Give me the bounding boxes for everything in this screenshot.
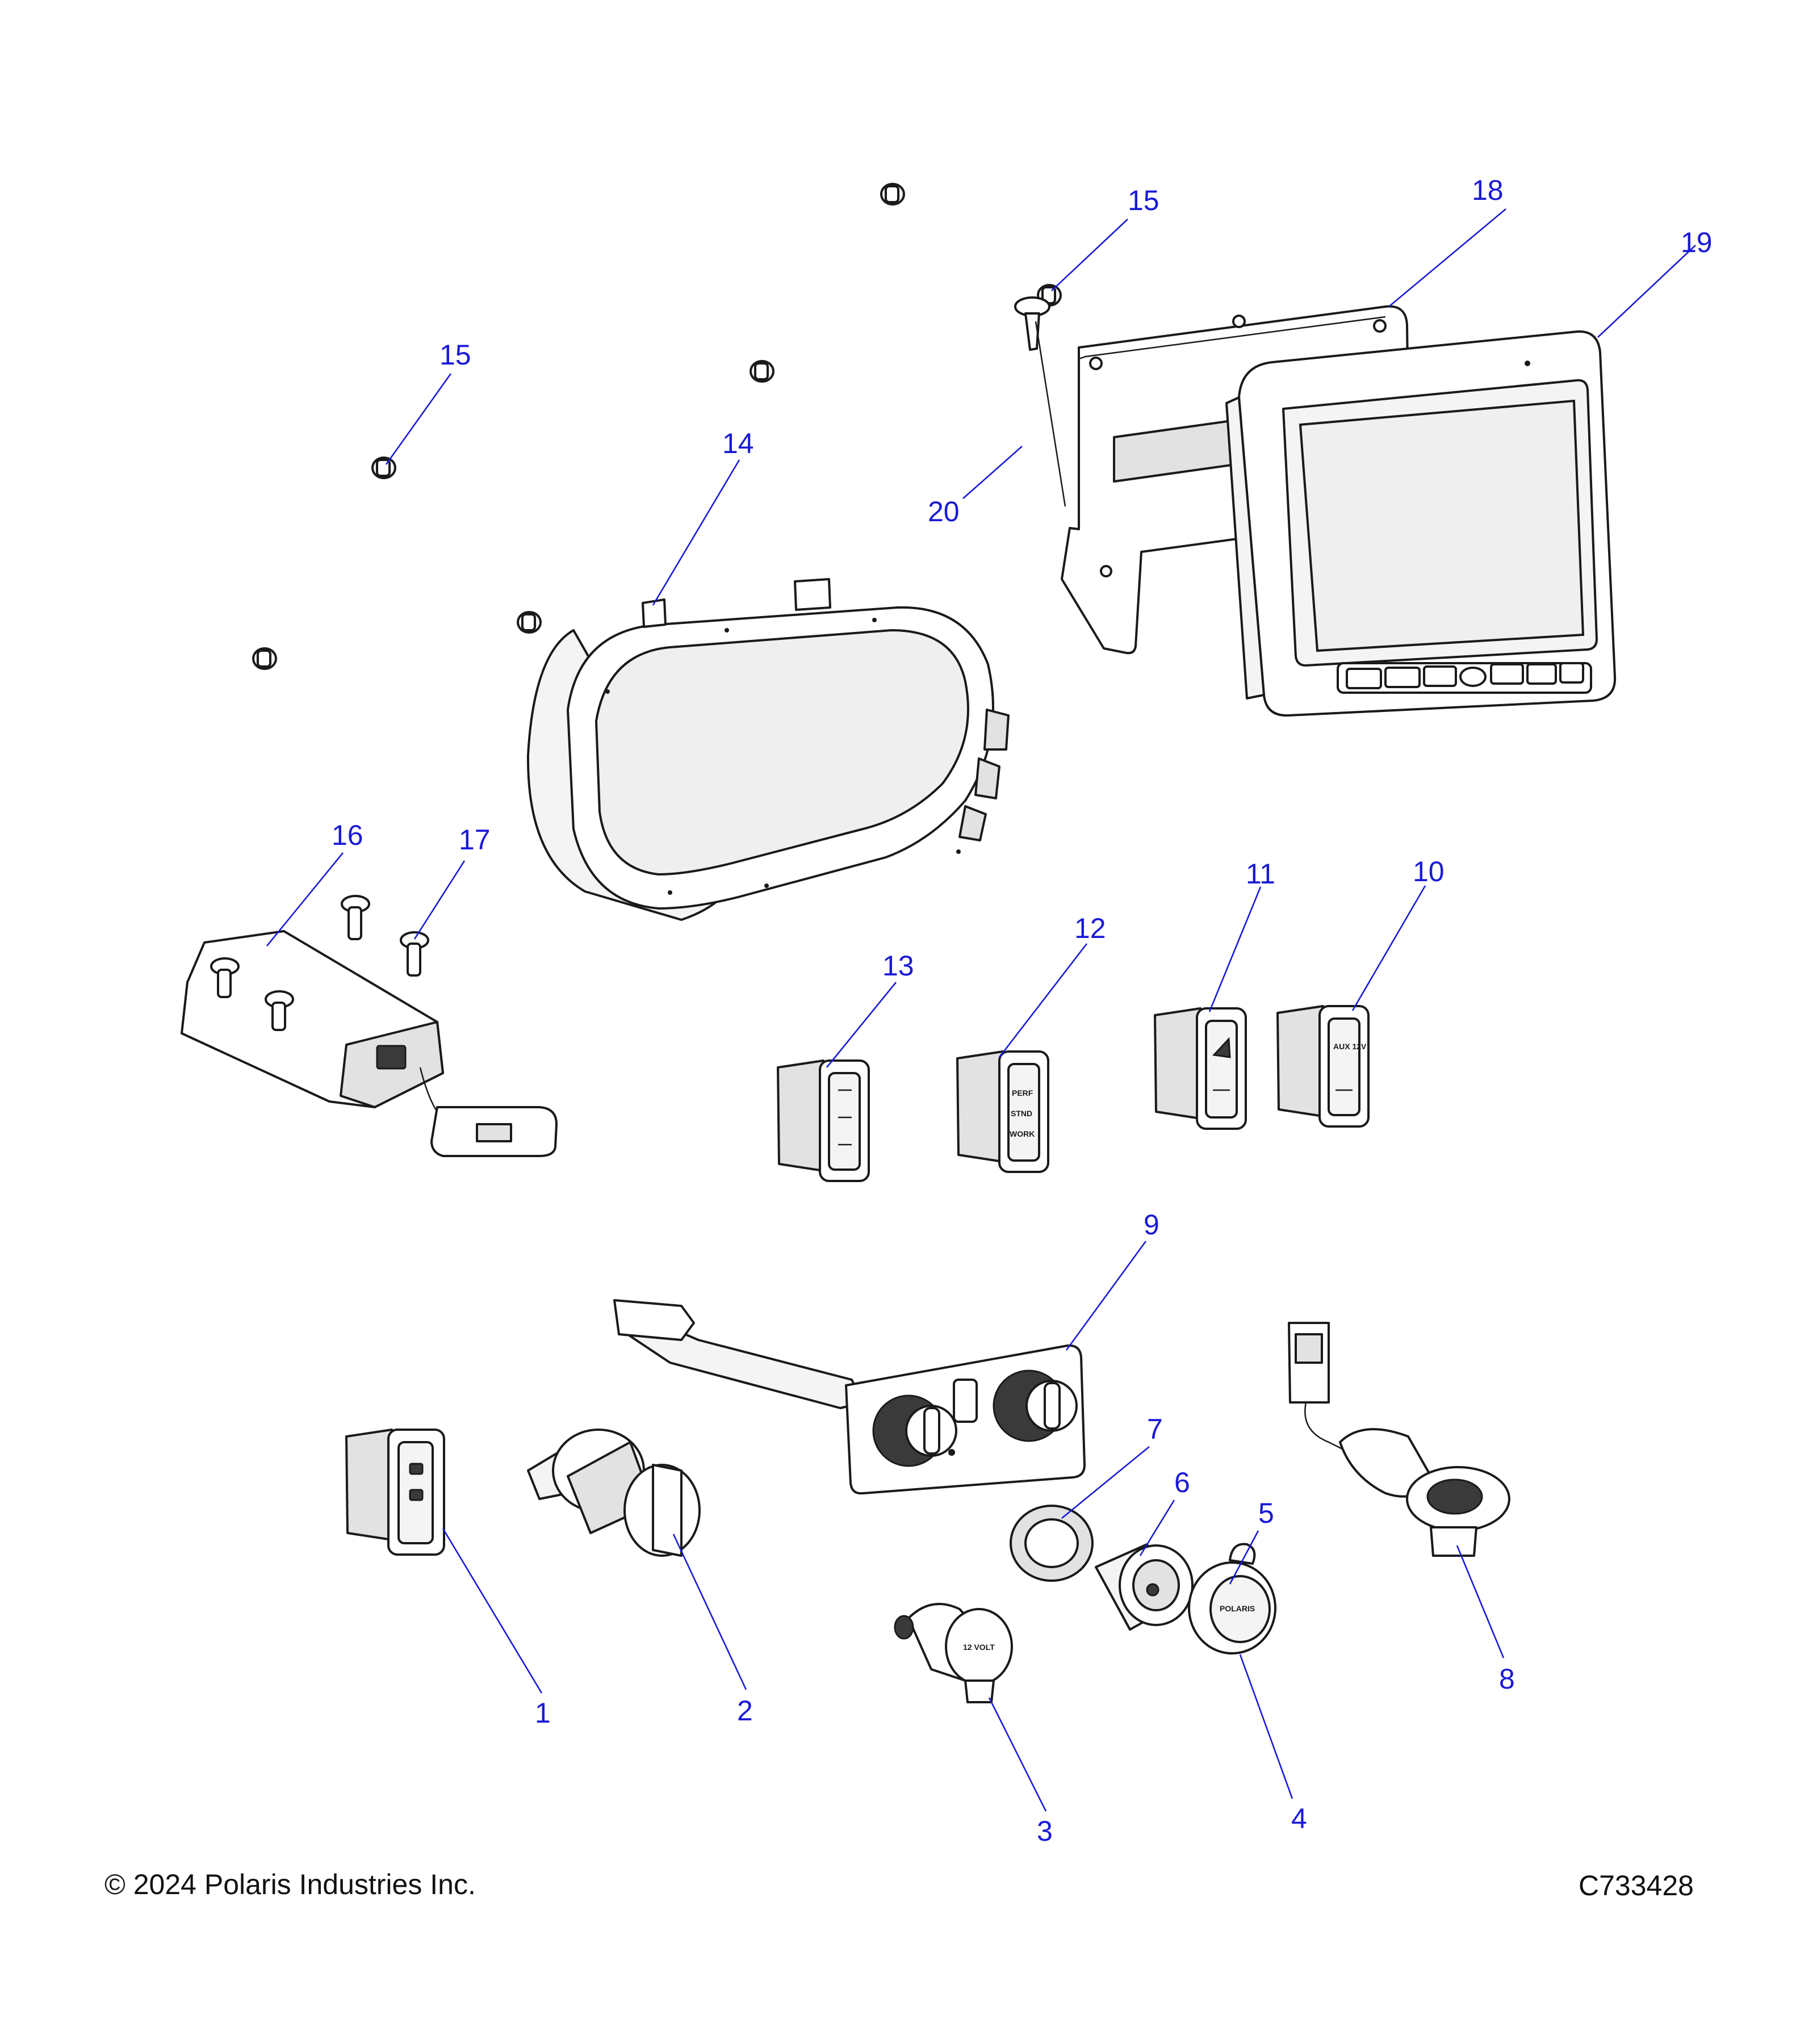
climate-control-panel [613,1299,1086,1495]
switch-12-perf-label: PERF [1012,1088,1033,1098]
callout-15-right: 15 [1128,185,1159,216]
callout-2: 2 [737,1695,753,1727]
ignition-switch [527,1429,701,1557]
callout-7: 7 [1147,1413,1163,1445]
module-screw-left [210,957,240,998]
screw-15-cluster [517,611,542,634]
module-screw-17a [341,895,370,940]
callout-11: 11 [1246,858,1275,890]
callout-13: 13 [882,950,914,982]
callout-10: 10 [1413,856,1445,887]
callout-1: 1 [535,1697,551,1729]
switch-13 [777,1059,870,1182]
retaining-nut [1010,1505,1094,1582]
callout-18: 18 [1472,174,1504,206]
display-button-row [1337,662,1592,694]
switch-11 [1154,1007,1247,1130]
callout-16: 16 [332,819,363,851]
screw-15-mid [750,360,774,383]
callout-20: 20 [928,496,960,527]
copyright-text: © 2024 Polaris Industries Inc. [104,1869,476,1900]
switch-10: AUX 12V [1276,1005,1370,1128]
diagram-id: C733428 [1579,1870,1694,1901]
switch-1 [345,1429,445,1556]
callout-15-left: 15 [439,339,471,371]
switch-12: PERF STND WORK [956,1050,1049,1173]
cap-polaris-label: POLARIS [1220,1604,1255,1613]
module-screw-17b [400,931,429,977]
callout-9: 9 [1144,1209,1159,1241]
power-socket-12v: 12 VOLT [894,1603,1013,1703]
callout-6: 6 [1174,1467,1190,1498]
socket-12-volt-label: 12 VOLT [963,1643,995,1652]
leader-lines [266,208,1696,1812]
control-module [181,930,558,1157]
callout-14: 14 [722,428,754,459]
push-rivet [1014,296,1066,507]
callout-8: 8 [1499,1663,1515,1695]
display-unit [1225,330,1617,717]
screw-15-top [880,183,905,206]
socket-body [1095,1543,1194,1631]
screw-15-lower [252,647,277,670]
switch-12-stnd-label: STND [1011,1109,1032,1118]
socket-cap: POLARIS [1188,1543,1276,1655]
callout-4: 4 [1291,1803,1307,1834]
module-screw-right [265,990,294,1031]
callout-19: 19 [1681,227,1713,258]
switch-12-work-label: WORK [1010,1129,1035,1138]
callout-5: 5 [1258,1497,1274,1529]
callout-numbers: 1 2 3 4 5 6 7 8 9 10 11 12 13 14 15 15 1… [332,174,1713,1847]
usb-charger [1288,1322,1510,1557]
callout-12: 12 [1074,912,1106,944]
screw-15-left [371,456,396,479]
callout-3: 3 [1037,1815,1053,1847]
callout-17: 17 [459,824,491,856]
instrument-cluster [526,578,1010,921]
switch-10-aux-label: AUX 12V [1333,1042,1367,1051]
